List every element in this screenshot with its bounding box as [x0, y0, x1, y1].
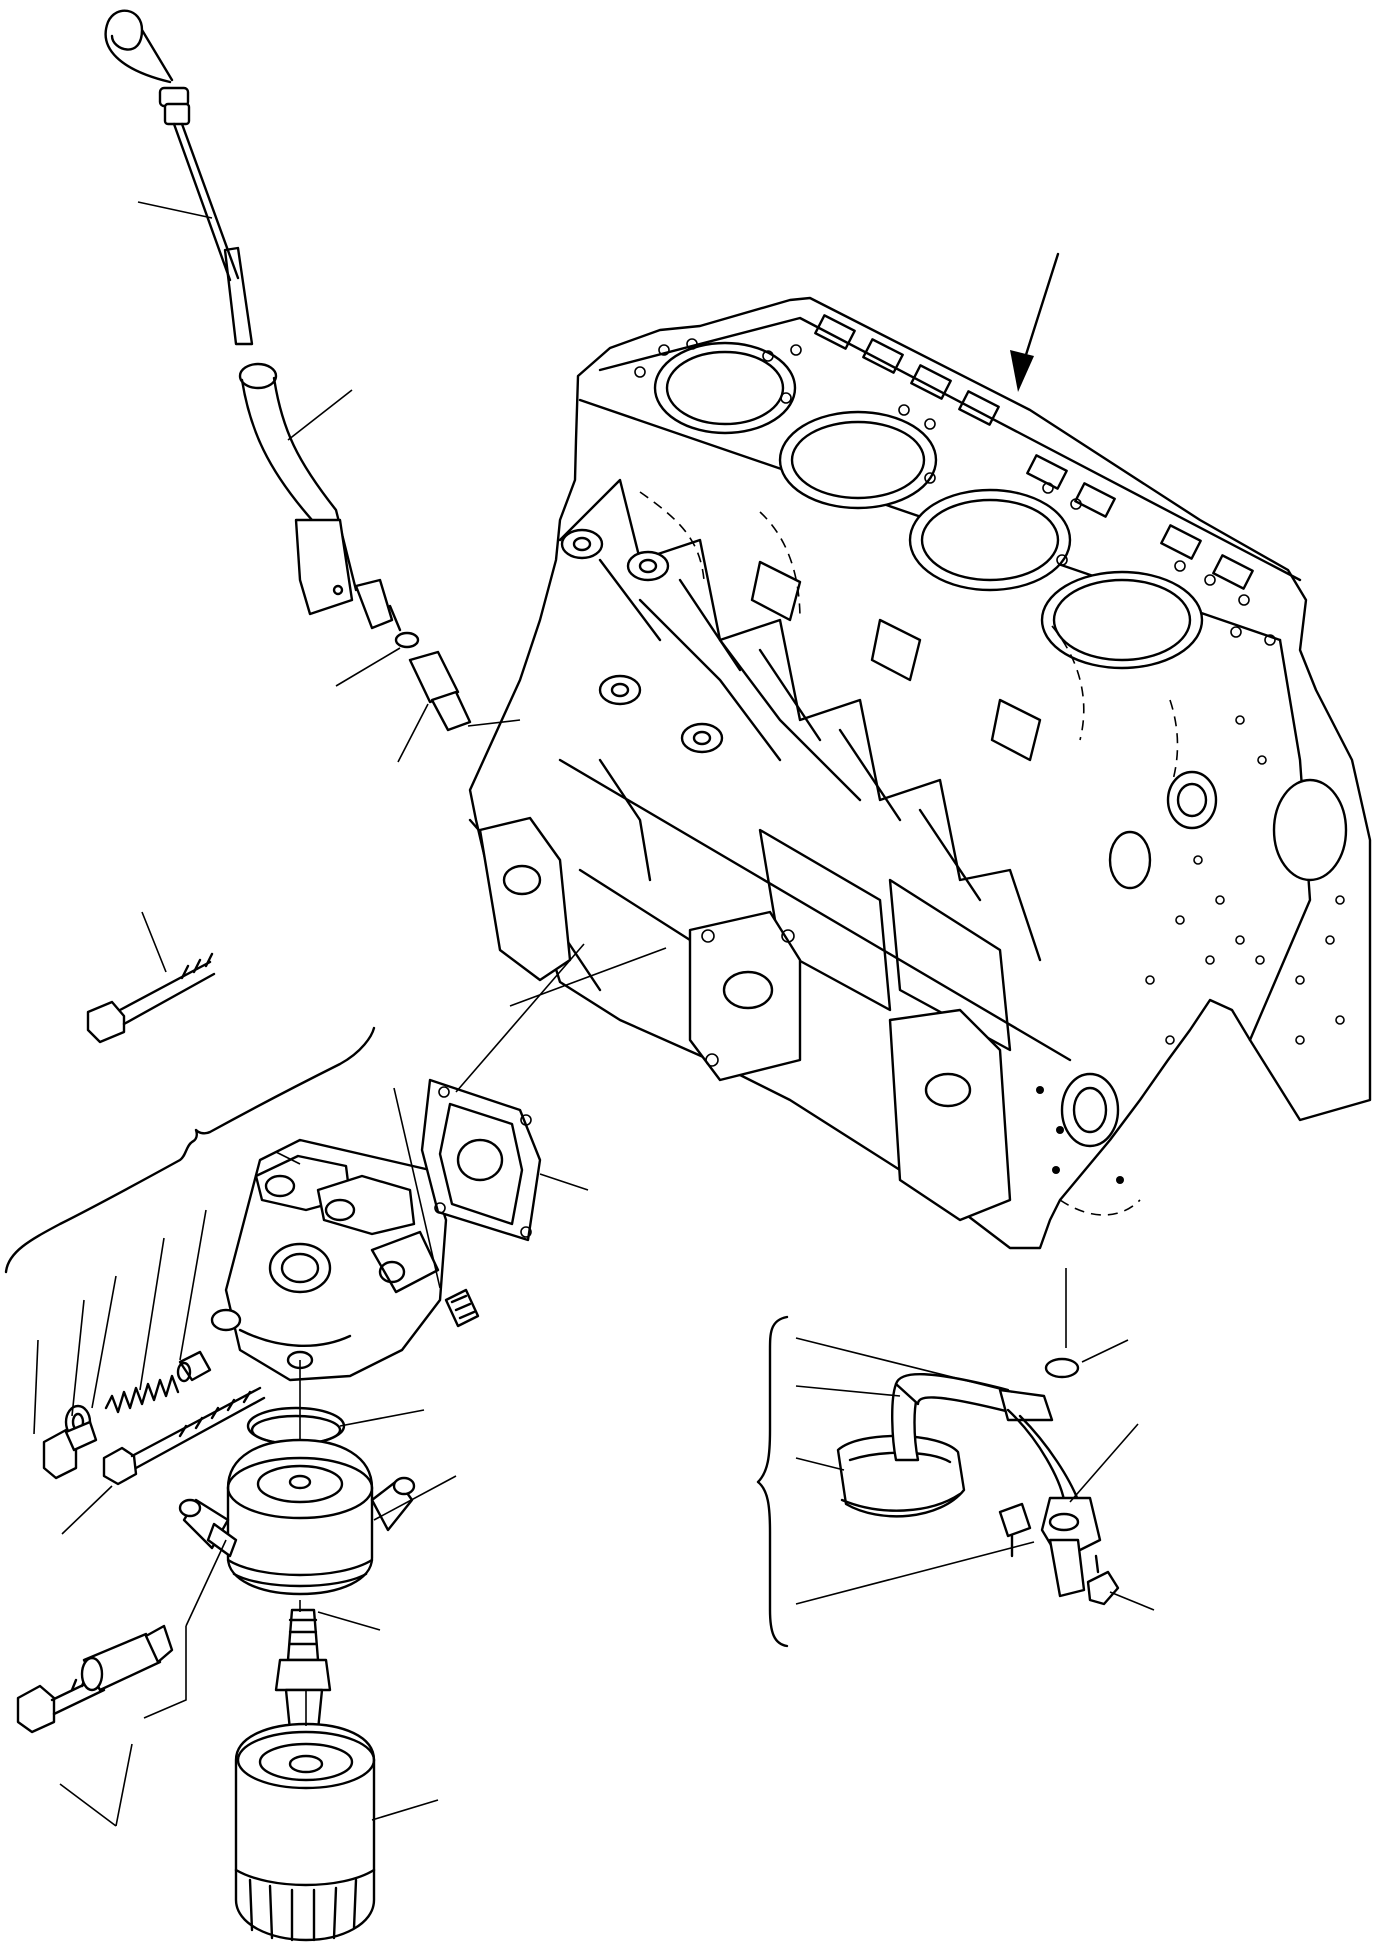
leader-lines — [33, 201, 1155, 1827]
connector — [80, 1624, 174, 1692]
spring — [104, 1374, 180, 1414]
flange-bolt — [86, 952, 216, 1044]
dipstick-guide-tube — [238, 362, 402, 632]
oil-cooler — [178, 1438, 416, 1596]
center-bolt — [274, 1608, 332, 1732]
dipstick — [104, 9, 254, 346]
guide-adapter — [408, 650, 472, 732]
oil-filter — [234, 1722, 376, 1942]
cooler-o-ring — [246, 1406, 346, 1446]
gasket — [420, 1078, 542, 1242]
strainer-bolt — [1086, 1554, 1120, 1606]
arrow-pointer — [1010, 252, 1060, 392]
brace-strainer-group — [756, 1315, 789, 1648]
relief-valve — [176, 1350, 212, 1383]
relief-valve-plug — [444, 1288, 480, 1328]
strainer-o-ring — [1044, 1357, 1080, 1379]
oil-cooler-housing — [210, 1138, 448, 1382]
oil-strainer — [836, 1373, 1102, 1598]
plug-bolt — [42, 1420, 98, 1480]
long-bolt — [102, 1386, 266, 1486]
o-ring — [394, 631, 420, 649]
brace-cooler-group — [4, 1026, 376, 1274]
cylinder-block — [468, 296, 1372, 1250]
